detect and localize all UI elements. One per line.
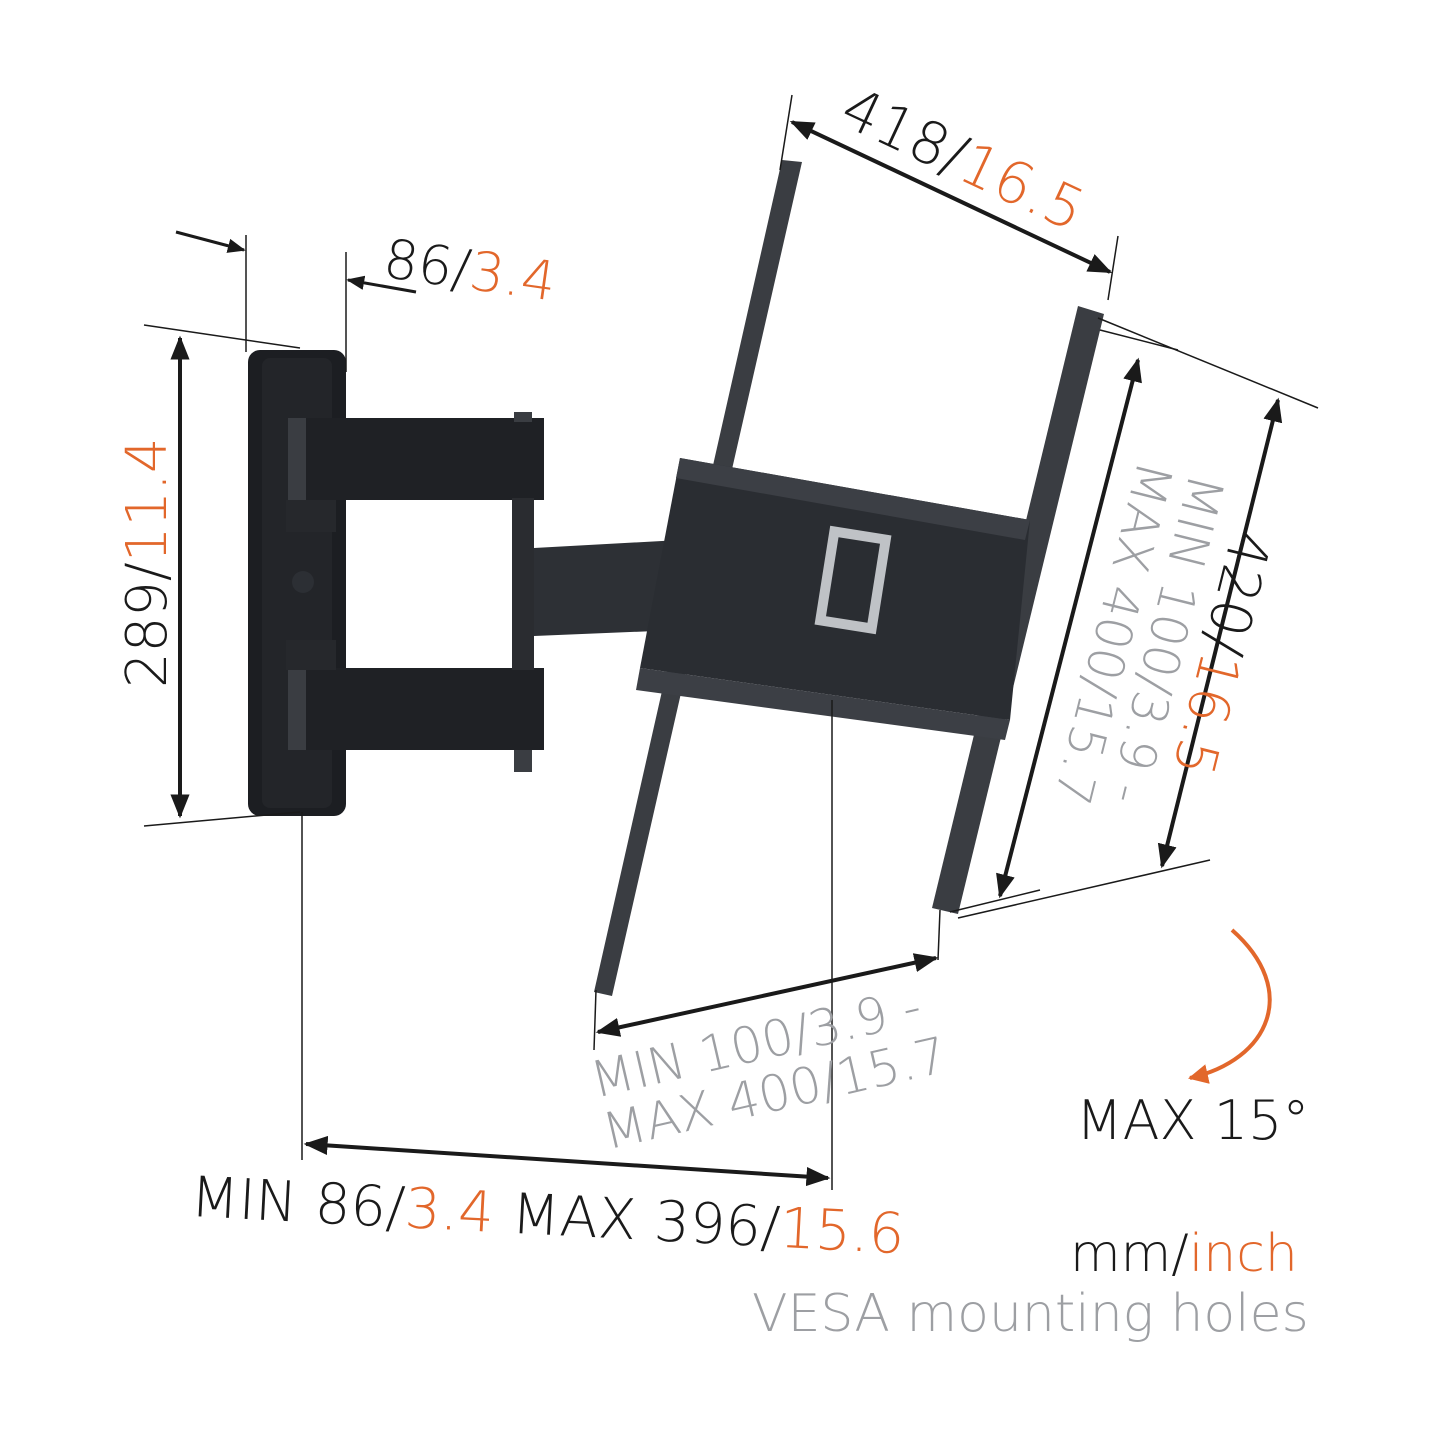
depth-offset-inch: 3.4 xyxy=(465,239,560,314)
units-mm: mm/ xyxy=(1070,1224,1189,1284)
tilt-arc-icon xyxy=(1188,928,1272,1084)
tv-bracket xyxy=(594,160,1104,996)
units-inch: inch xyxy=(1188,1224,1298,1284)
units-legend: mm/inch xyxy=(1070,1228,1298,1280)
swing-arms xyxy=(286,412,680,772)
extension-min-inch: 3.4 xyxy=(403,1176,496,1246)
depth-offset-mm: 86/ xyxy=(379,227,475,302)
wall-plate-height-inch: 11.4 xyxy=(115,437,180,563)
extension-min-mm: MIN 86/ xyxy=(188,1165,407,1242)
tilt-label: MAX 15° xyxy=(1076,1089,1310,1152)
vesa-note: VESA mounting holes xyxy=(752,1284,1309,1344)
wall-plate-height-label: 289/11.4 xyxy=(115,438,180,688)
extension-max-inch: 15.6 xyxy=(778,1195,907,1268)
dimension-lines xyxy=(143,94,1319,1190)
wall-plate-height-mm: 289/ xyxy=(115,562,180,688)
